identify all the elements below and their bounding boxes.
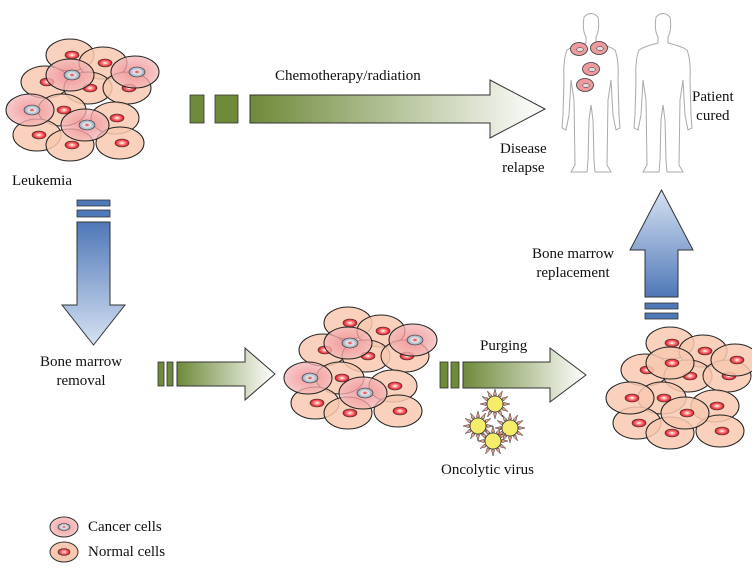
label-oncolytic-virus: Oncolytic virus: [441, 462, 534, 478]
virus-particle: [462, 410, 494, 442]
purged-marrow-cells: [605, 326, 752, 450]
label-disease-relapse: Disease relapse: [500, 140, 547, 178]
chemotherapy-arrow: [189, 79, 547, 139]
normal-cell: [695, 414, 745, 448]
legend-cancer-icon: [49, 516, 79, 538]
virus-particle: [479, 388, 511, 420]
label-purging: Purging: [480, 338, 528, 354]
relapsed-patient-figure: [561, 13, 621, 173]
bone-marrow-removal-arrow: [60, 199, 127, 346]
label-relapse-line2: relapse: [502, 160, 545, 176]
label-bone-marrow-replacement: Bone marrow replacement: [532, 245, 614, 283]
normal-cell: [612, 406, 662, 440]
oncolytic-virus-icon: [462, 388, 526, 457]
virus-particle: [477, 425, 509, 457]
transfer-arrow: [157, 346, 276, 402]
legend-normal-label: Normal cells: [88, 544, 166, 560]
normal-cell: [95, 126, 145, 160]
cancer-cell: [590, 41, 608, 55]
bone-marrow-replacement-arrow: [629, 188, 694, 320]
normal-cell: [373, 394, 423, 428]
normal-cell: [710, 343, 752, 377]
label-bone-marrow-removal: Bone marrow removal: [40, 353, 122, 391]
cancer-cell: [45, 58, 95, 92]
label-patient-cured: Patient cured: [692, 88, 734, 126]
cancer-cell: [283, 361, 333, 395]
cancer-cell: [582, 62, 600, 76]
leukemia-cells: [5, 38, 160, 162]
cancer-cell: [323, 326, 373, 360]
legend-cancer-label: Cancer cells: [88, 519, 162, 535]
cancer-cell: [570, 42, 588, 56]
cancer-cell: [60, 108, 110, 142]
harvested-marrow-cells: [283, 306, 438, 430]
cancer-cell: [576, 78, 594, 92]
cancer-cell: [110, 55, 160, 89]
label-cured-line2: cured: [696, 108, 730, 124]
label-removal-line1: Bone marrow: [40, 354, 123, 370]
label-replacement-line1: Bone marrow: [532, 246, 615, 262]
legend-normal-icon: [49, 541, 79, 563]
label-replacement-line2: replacement: [536, 265, 610, 281]
label-cured-line1: Patient: [692, 89, 734, 105]
label-relapse-line1: Disease: [500, 141, 547, 157]
label-chemotherapy: Chemotherapy/radiation: [275, 68, 421, 84]
label-removal-line2: removal: [56, 373, 106, 389]
cancer-cell: [338, 376, 388, 410]
normal-cell: [605, 381, 655, 415]
cured-patient-figure: [633, 13, 693, 173]
normal-cell: [645, 346, 695, 380]
virus-particle: [494, 412, 526, 444]
cancer-cell: [5, 93, 55, 127]
cancer-cell: [388, 323, 438, 357]
normal-cell: [660, 396, 710, 430]
label-leukemia: Leukemia: [12, 173, 72, 189]
purging-arrow: [439, 347, 587, 403]
